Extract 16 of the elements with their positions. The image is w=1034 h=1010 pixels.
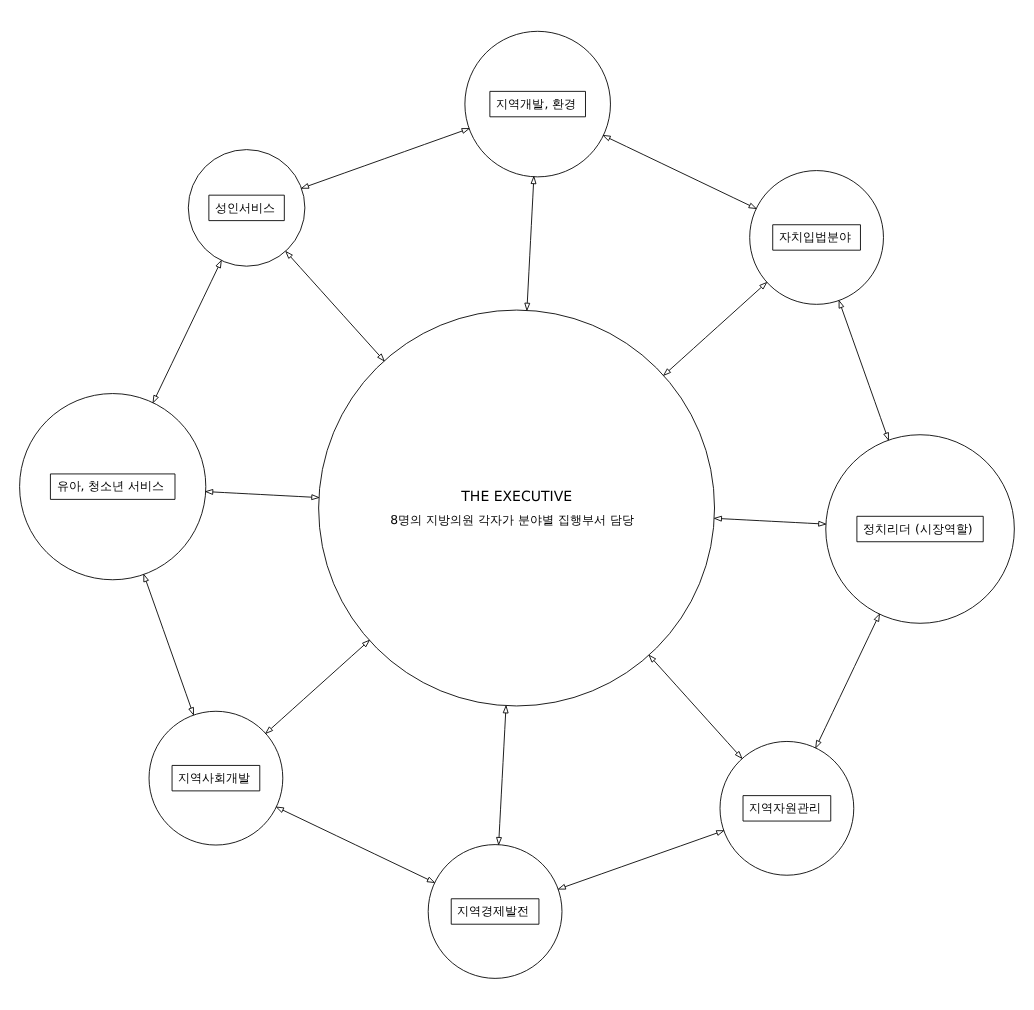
arrow bbox=[152, 260, 222, 404]
arrow bbox=[602, 135, 757, 209]
arrow bbox=[285, 251, 385, 362]
arrow bbox=[815, 613, 880, 749]
arrow bbox=[714, 515, 827, 527]
arrow bbox=[838, 300, 889, 441]
arrow bbox=[663, 282, 768, 376]
arrow bbox=[524, 176, 537, 311]
arrow bbox=[276, 806, 435, 883]
arrow bbox=[265, 639, 370, 734]
arrow bbox=[143, 574, 194, 716]
arrow bbox=[557, 830, 725, 890]
arrow bbox=[205, 489, 320, 501]
arrow bbox=[496, 705, 509, 845]
arrow bbox=[301, 128, 470, 189]
arrow bbox=[648, 654, 743, 759]
